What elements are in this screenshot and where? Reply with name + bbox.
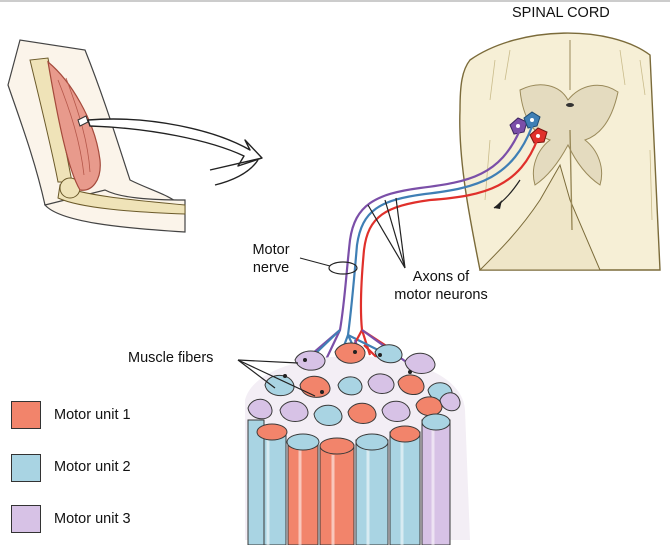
motor-nerve-label-line2: nerve: [252, 260, 290, 276]
motor-neuron-cells: [509, 111, 548, 144]
muscle-fibers-label: Muscle fibers: [128, 350, 214, 366]
legend-label-unit3: Motor unit 3: [54, 511, 131, 527]
legend-swatch-unit2: [11, 454, 41, 482]
muscle-fascicle: [245, 342, 470, 545]
arm-illustration: [7, 39, 263, 233]
spinal-cord-illustration: [459, 32, 661, 271]
axons-label: Axons of motor neurons: [378, 268, 504, 304]
spinal-cord-label: SPINAL CORD: [512, 5, 610, 21]
motor-nerve-marker: [328, 261, 358, 275]
legend-label-unit1: Motor unit 1: [54, 407, 131, 423]
legend-swatch-unit1: [11, 401, 41, 429]
legend-swatch-unit3: [11, 505, 41, 533]
motor-nerve-label-line1: Motor: [252, 242, 290, 258]
axons-label-line1: Axons of: [412, 269, 470, 285]
motor-nerve-label: Motor nerve: [243, 241, 299, 277]
legend-label-unit2: Motor unit 2: [54, 459, 131, 475]
axons-label-line2: motor neurons: [394, 287, 488, 303]
